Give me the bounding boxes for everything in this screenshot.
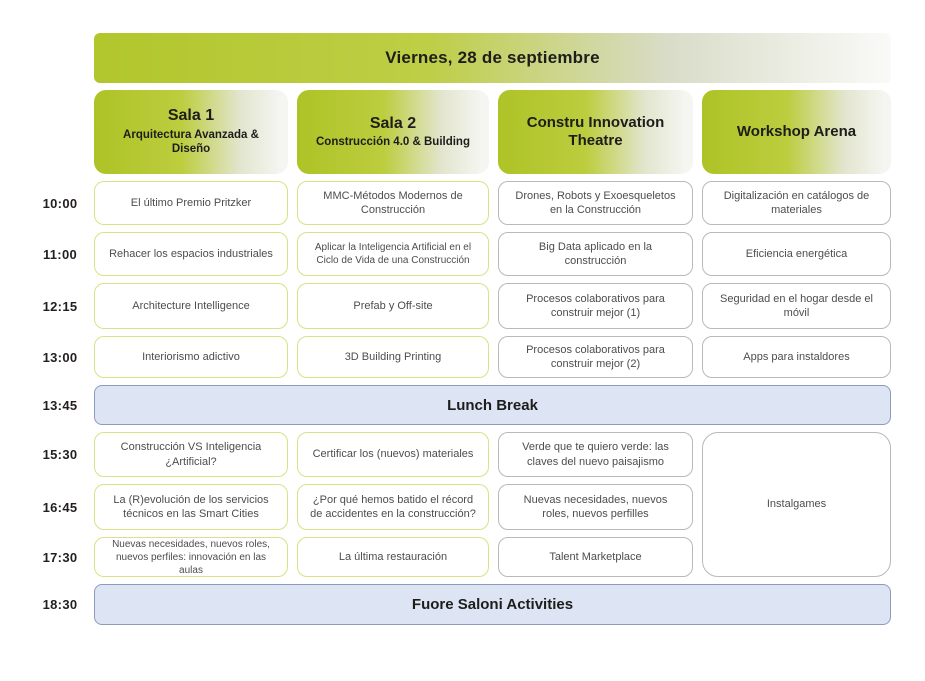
session-cell: Interiorismo adictivo xyxy=(94,336,288,378)
session-cell: Prefab y Off-site xyxy=(297,283,489,329)
session-cell: 3D Building Printing xyxy=(297,336,489,378)
session-cell: Aplicar la Inteligencia Artificial en el… xyxy=(297,232,489,276)
time-label: 17:30 xyxy=(42,549,78,565)
session-cell: Rehacer los espacios industriales xyxy=(94,232,288,276)
session-cell: Verde que te quiero verde: las claves de… xyxy=(498,432,693,477)
session-cell: Apps para instaldores xyxy=(702,336,891,378)
column-title: Sala 1 xyxy=(167,107,215,125)
session-cell: Certificar los (nuevos) materiales xyxy=(297,432,489,477)
session-cell: Nuevas necesidades, nuevos roles, nuevos… xyxy=(94,537,288,577)
fuore-saloni-banner: Fuore Saloni Activities xyxy=(94,584,891,625)
column-title: Constru Innovation Theatre xyxy=(526,114,665,149)
time-label: 16:45 xyxy=(42,499,78,515)
session-cell: Eficiencia energética xyxy=(702,232,891,276)
column-header-constru-innovation-theatre: Constru Innovation Theatre xyxy=(498,90,693,174)
session-cell-instalgames: Instalgames xyxy=(702,432,891,577)
session-cell: Procesos colaborativos para construir me… xyxy=(498,283,693,329)
session-cell: Nuevas necesidades, nuevos roles, nuevos… xyxy=(498,484,693,530)
session-cell: ¿Por qué hemos batido el récord de accid… xyxy=(297,484,489,530)
time-label: 11:00 xyxy=(42,246,78,262)
session-cell: MMC-Métodos Modernos de Construcción xyxy=(297,181,489,225)
session-cell: Big Data aplicado en la construcción xyxy=(498,232,693,276)
day-header: Viernes, 28 de septiembre xyxy=(94,33,891,83)
session-cell: Construcción VS Inteligencia ¿Artificial… xyxy=(94,432,288,477)
time-label: 15:30 xyxy=(42,447,78,462)
session-cell: Talent Marketplace xyxy=(498,537,693,577)
column-subtitle: Construcción 4.0 & Building xyxy=(316,136,470,148)
time-label: 12:15 xyxy=(42,298,78,314)
session-cell: La última restauración xyxy=(297,537,489,577)
session-cell: Drones, Robots y Exoesqueletos en la Con… xyxy=(498,181,693,225)
column-header-workshop-arena: Workshop Arena xyxy=(702,90,891,174)
session-cell: La (R)evolución de los servicios técnico… xyxy=(94,484,288,530)
lunch-break-banner: Lunch Break xyxy=(94,385,891,425)
schedule-board: Viernes, 28 de septiembre Sala 1 Arquite… xyxy=(35,33,891,625)
time-label: 18:30 xyxy=(42,597,78,612)
time-label: 13:00 xyxy=(42,349,78,365)
column-title: Sala 2 xyxy=(369,114,417,132)
column-title: Workshop Arena xyxy=(736,123,857,140)
session-cell: Procesos colaborativos para construir me… xyxy=(498,336,693,378)
column-header-sala-2: Sala 2 Construcción 4.0 & Building xyxy=(297,90,489,174)
column-header-sala-1: Sala 1 Arquitectura Avanzada & Diseño xyxy=(94,90,288,174)
session-cell: El último Premio Pritzker xyxy=(94,181,288,225)
time-label: 10:00 xyxy=(42,195,78,211)
session-cell: Seguridad en el hogar desde el móvil xyxy=(702,283,891,329)
time-label: 13:45 xyxy=(42,397,78,413)
session-cell: Digitalización en catálogos de materiale… xyxy=(702,181,891,225)
session-cell: Architecture Intelligence xyxy=(94,283,288,329)
column-subtitle: Arquitectura Avanzada & Diseño xyxy=(123,128,259,156)
